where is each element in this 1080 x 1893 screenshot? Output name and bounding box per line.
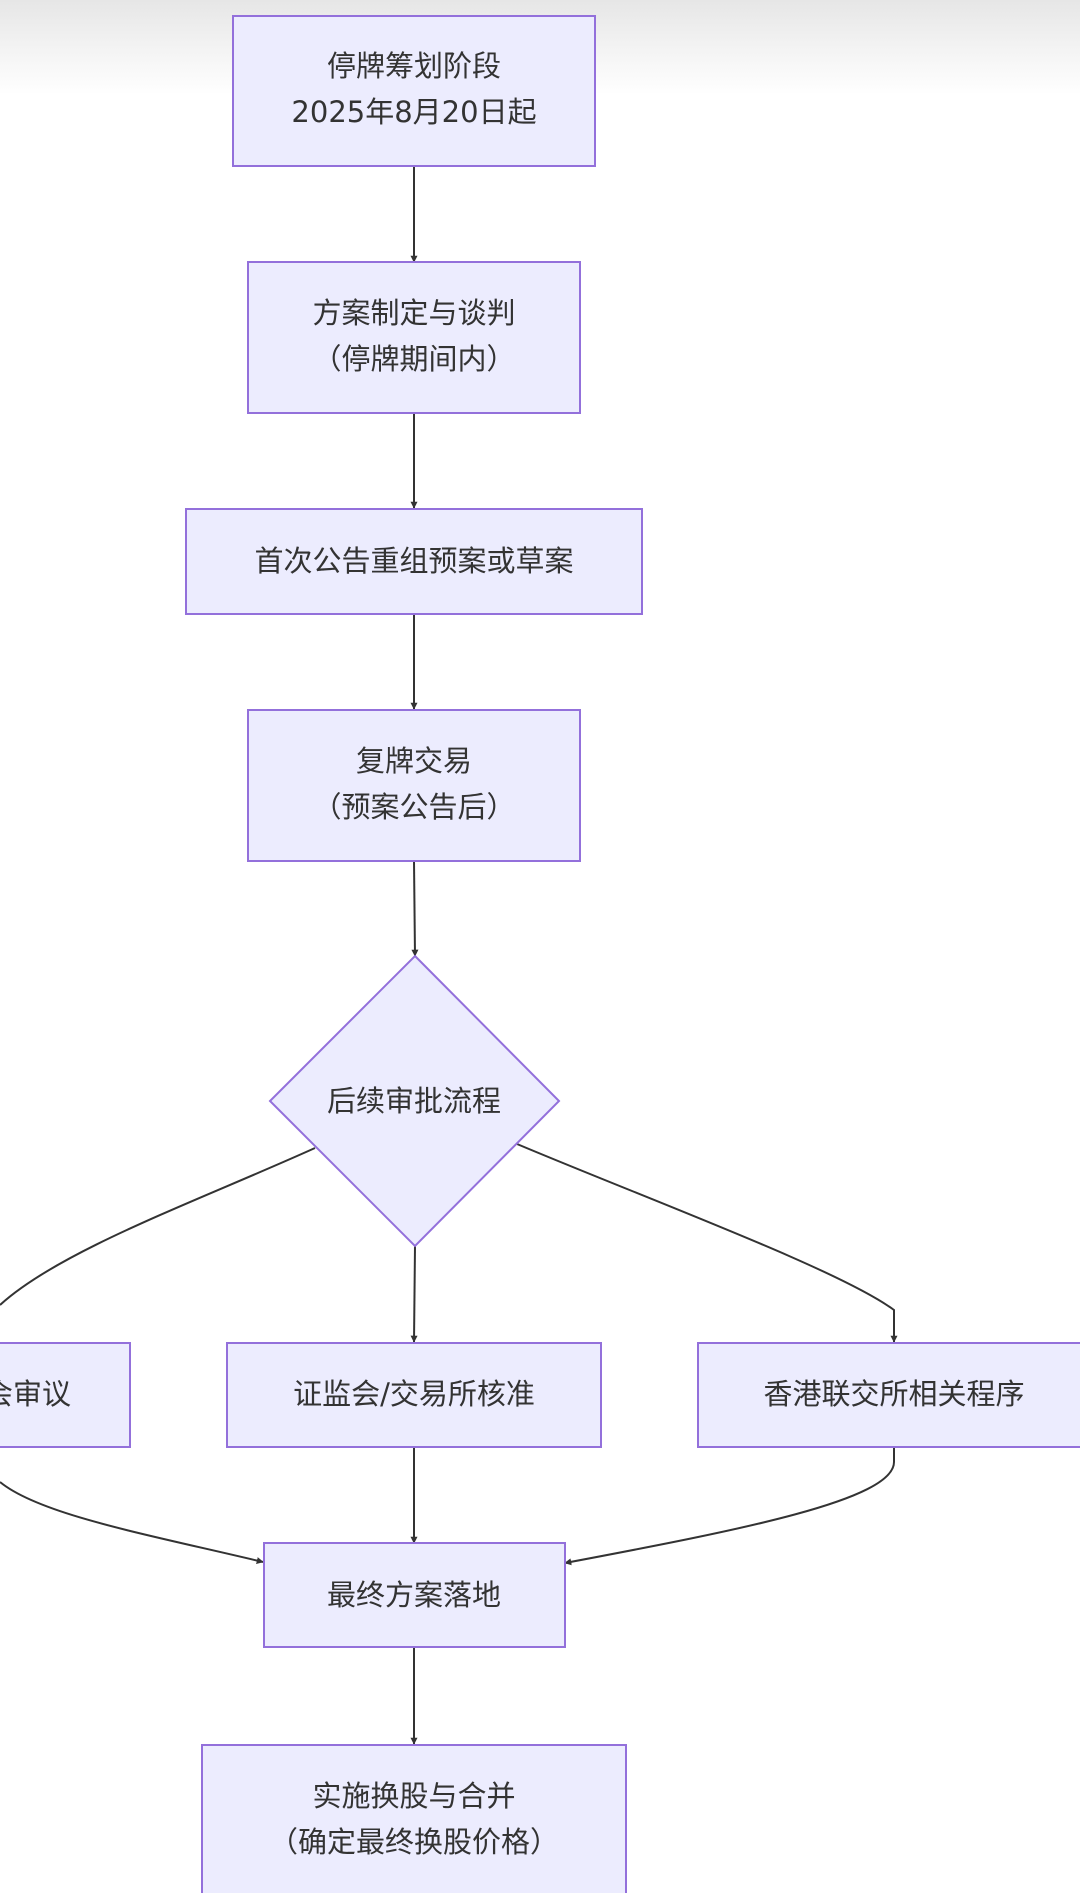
node-hkex-line-1: 香港联交所相关程序 bbox=[763, 1377, 1024, 1411]
node-meeting: 会审议 bbox=[0, 1342, 131, 1448]
node-suspend-line-2: 2025年8月20日起 bbox=[291, 95, 536, 129]
node-plan-line-1: 方案制定与谈判 bbox=[312, 296, 515, 330]
node-approval: 后续审批流程 bbox=[268, 954, 561, 1248]
node-implement-box bbox=[201, 1744, 627, 1893]
node-resume-line-1: 复牌交易 bbox=[356, 744, 472, 778]
node-plan: 方案制定与谈判 （停牌期间内） bbox=[247, 261, 581, 414]
node-final-line-1: 最终方案落地 bbox=[327, 1578, 501, 1612]
node-suspend-line-1: 停牌筹划阶段 bbox=[327, 49, 501, 83]
edge-approval-meeting bbox=[0, 1147, 316, 1306]
edge-meeting-final bbox=[0, 1481, 264, 1564]
edge-approval-hkex bbox=[516, 1143, 898, 1343]
node-announce-box bbox=[185, 508, 643, 615]
edges bbox=[0, 166, 898, 1745]
node-plan-box bbox=[247, 261, 581, 414]
node-resume: 复牌交易 （预案公告后） bbox=[247, 709, 581, 862]
node-announce-line-1: 首次公告重组预案或草案 bbox=[254, 544, 573, 578]
edge-hkex-final bbox=[564, 1447, 895, 1566]
edge-resume-approval bbox=[411, 860, 419, 957]
node-implement: 实施换股与合并 （确定最终换股价格） bbox=[201, 1744, 627, 1893]
node-meeting-line-1: 会审议 bbox=[0, 1377, 71, 1411]
node-hkex-box bbox=[697, 1342, 1080, 1448]
node-csrc-line-1: 证监会/交易所核准 bbox=[293, 1377, 535, 1411]
node-hkex: 香港联交所相关程序 bbox=[697, 1342, 1080, 1448]
node-implement-line-2: （确定最终换股价格） bbox=[269, 1825, 559, 1859]
node-csrc-box bbox=[226, 1342, 602, 1448]
node-resume-line-2: （预案公告后） bbox=[312, 790, 515, 824]
node-approval-diamond bbox=[268, 954, 561, 1248]
node-suspend: 停牌筹划阶段 2025年8月20日起 bbox=[232, 15, 596, 167]
node-final-box bbox=[263, 1542, 566, 1648]
node-meeting-box bbox=[0, 1342, 131, 1448]
node-announce: 首次公告重组预案或草案 bbox=[185, 508, 643, 615]
node-resume-box bbox=[247, 709, 581, 862]
node-final: 最终方案落地 bbox=[263, 1542, 566, 1648]
node-csrc: 证监会/交易所核准 bbox=[226, 1342, 602, 1448]
edge-approval-csrc bbox=[410, 1245, 418, 1343]
node-plan-line-2: （停牌期间内） bbox=[312, 342, 515, 376]
node-approval-line-1: 后续审批流程 bbox=[327, 1084, 501, 1118]
node-suspend-box bbox=[232, 15, 596, 167]
node-implement-line-1: 实施换股与合并 bbox=[312, 1779, 515, 1813]
